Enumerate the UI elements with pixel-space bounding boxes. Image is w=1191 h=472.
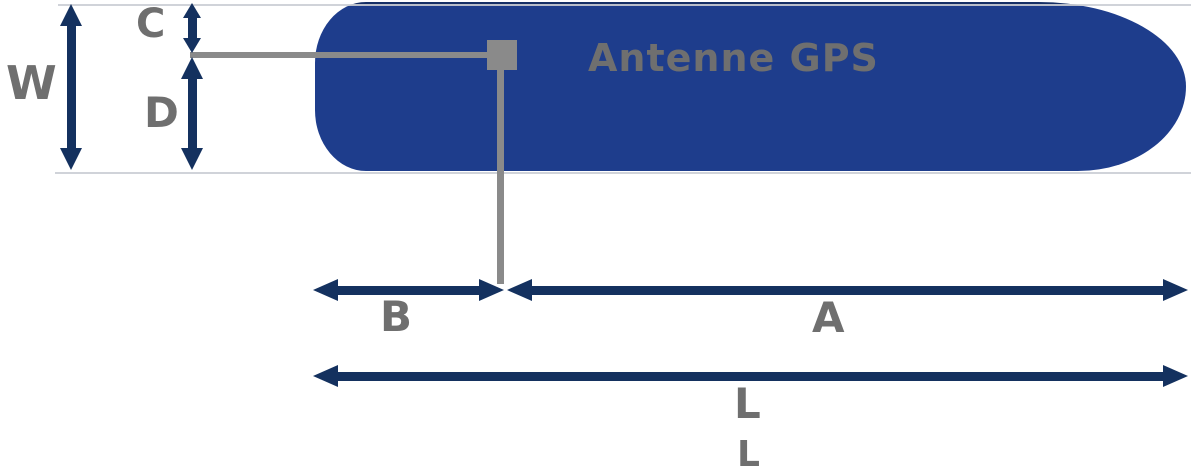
- arrowhead-up-icon: [181, 57, 203, 79]
- dimension-label-b: B: [380, 292, 413, 341]
- dimension-arrow-w: [60, 4, 82, 170]
- dimension-arrow-b: [313, 279, 504, 301]
- dimension-label-a: A: [812, 293, 845, 342]
- arrow-shaft: [338, 371, 1163, 381]
- feed-connector-horizontal-line: [190, 52, 490, 58]
- feed-connector-vertical-line: [497, 68, 504, 284]
- arrow-shaft: [187, 18, 197, 38]
- arrowhead-left-icon: [507, 279, 532, 301]
- arrowhead-up-icon: [60, 4, 82, 26]
- arrowhead-right-icon: [1163, 365, 1188, 387]
- dimension-arrow-d: [181, 57, 203, 170]
- dimension-label-w: W: [6, 56, 57, 110]
- dimension-label-c: C: [136, 1, 166, 47]
- dimension-arrow-c: [181, 3, 203, 53]
- top-reference-line: [58, 4, 1191, 6]
- arrowhead-left-icon: [313, 279, 338, 301]
- arrow-shaft: [338, 285, 479, 295]
- arrow-shaft: [532, 285, 1163, 295]
- dimension-arrow-l: [313, 365, 1188, 387]
- arrowhead-up-icon: [183, 3, 201, 18]
- arrowhead-down-icon: [183, 38, 201, 53]
- antenna-body: [315, 2, 1186, 171]
- arrowhead-down-icon: [181, 148, 203, 170]
- feed-point-square: [487, 40, 517, 70]
- dimension-label-d: D: [144, 88, 179, 137]
- dimension-label-l: L: [734, 379, 761, 428]
- arrowhead-right-icon: [479, 279, 504, 301]
- dimension-label-l-secondary: L: [737, 434, 760, 472]
- arrow-shaft: [66, 26, 76, 148]
- dimension-arrow-a: [507, 279, 1188, 301]
- arrowhead-right-icon: [1163, 279, 1188, 301]
- arrowhead-left-icon: [313, 365, 338, 387]
- arrow-shaft: [187, 79, 197, 148]
- bottom-reference-line: [55, 172, 1191, 174]
- arrowhead-down-icon: [60, 148, 82, 170]
- antenna-title: Antenne GPS: [588, 36, 879, 80]
